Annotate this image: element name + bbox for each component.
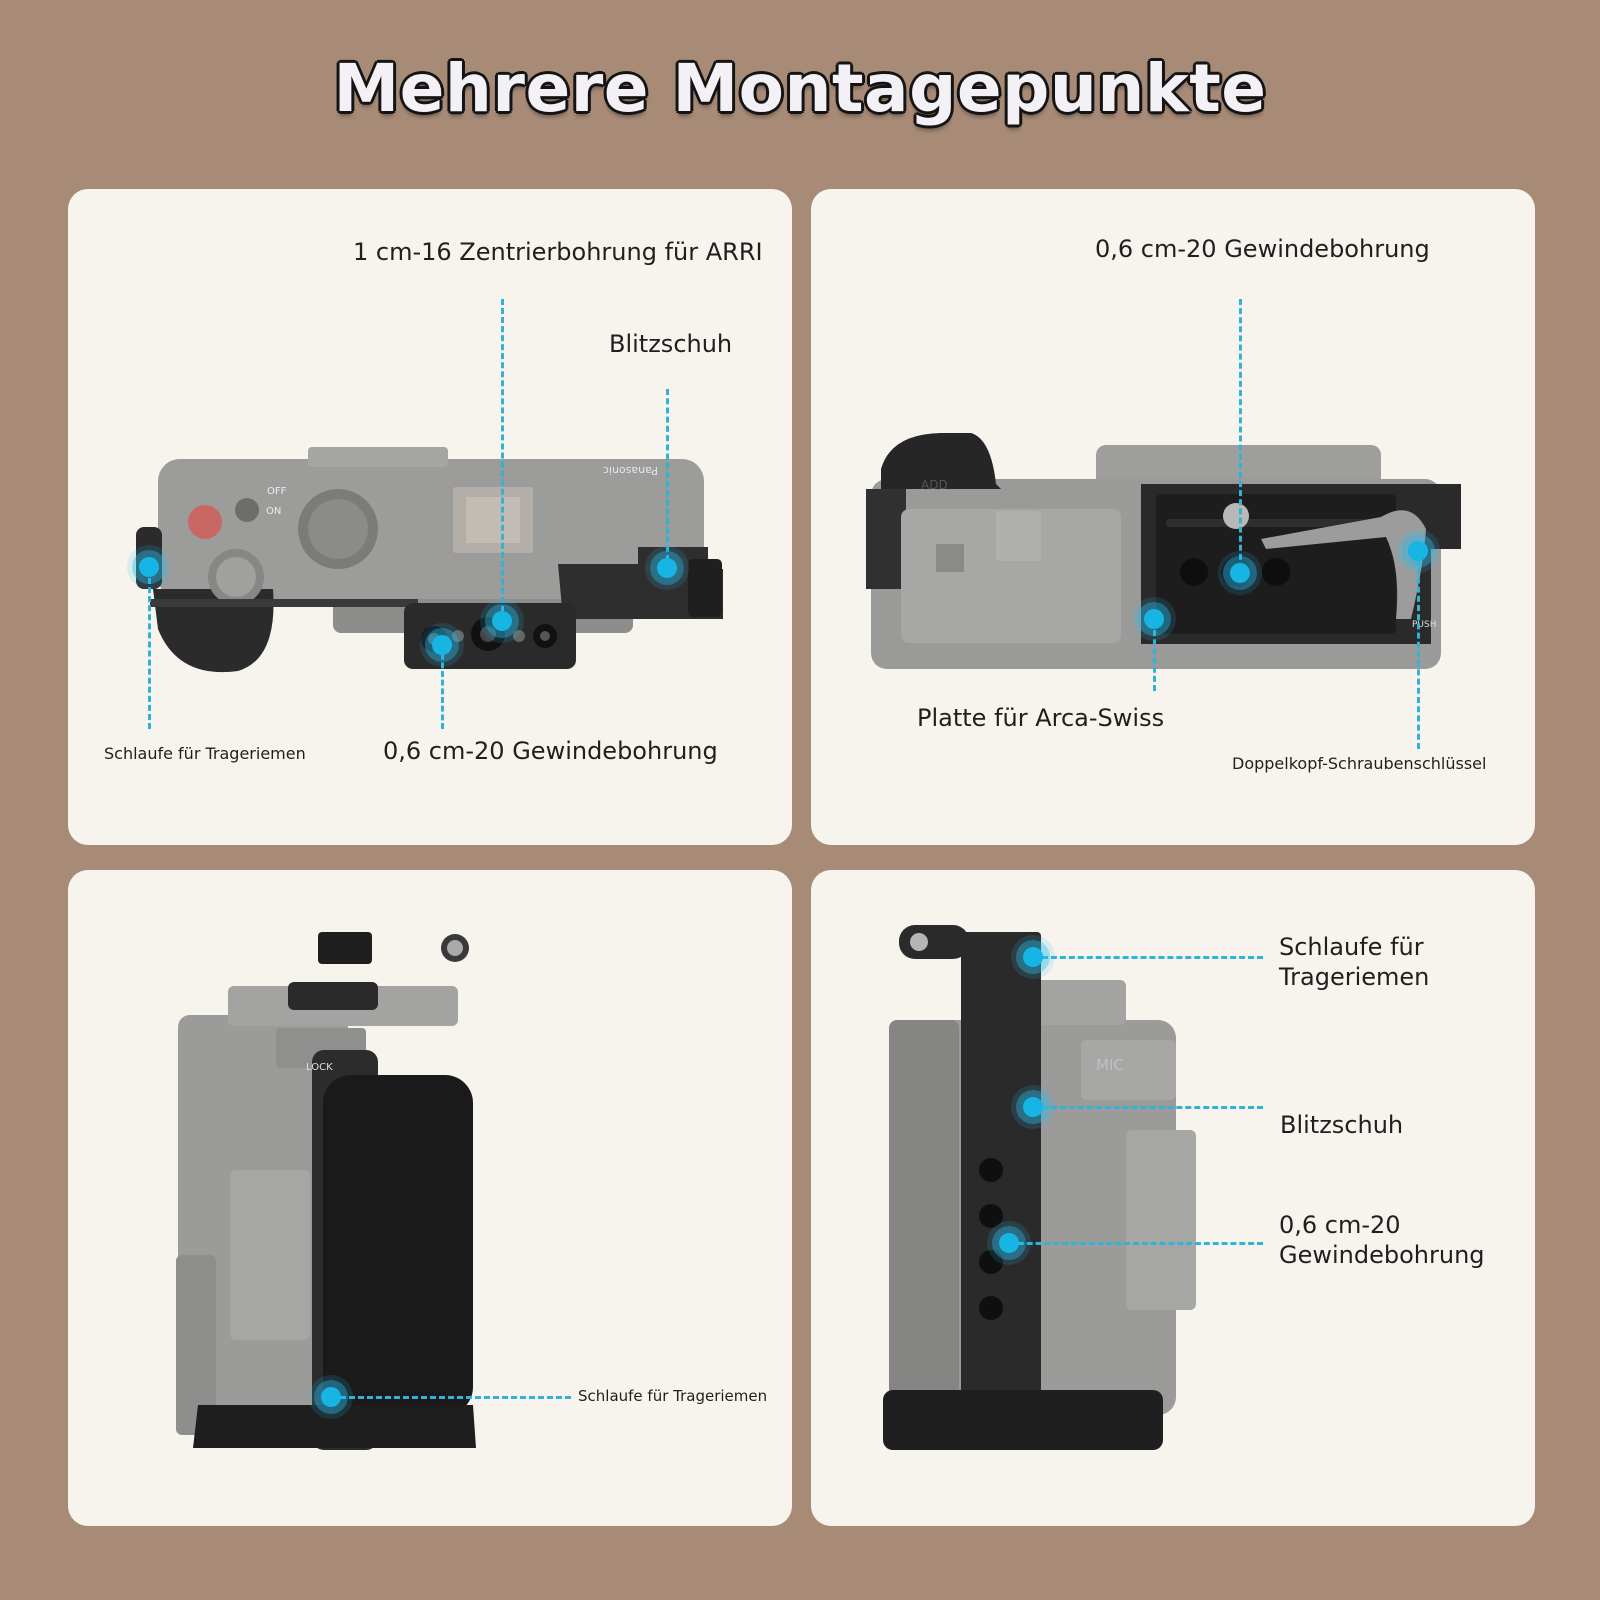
marker-arca-plate <box>1144 609 1164 629</box>
leader-line-thread <box>441 645 444 729</box>
camera-side-illustration: MIC <box>883 925 1196 1450</box>
panel-bottom-view: ADD PUSH 0,6 cm-20 Gewindebohrung Platte… <box>811 189 1535 845</box>
panel-top-view: Panasonic OFF ON 1 cm-16 Zentrierbohrung… <box>68 189 792 845</box>
label-double-wrench: Doppelkopf-Schraubenschlüssel <box>1232 754 1487 773</box>
leader-line-strap <box>1033 956 1263 959</box>
label-arca-plate: Platte für Arca-Swiss <box>917 704 1165 732</box>
marker-strap-loop <box>139 557 159 577</box>
leader-line-wrench <box>1417 559 1420 749</box>
marker-hot-shoe <box>1023 1097 1043 1117</box>
marker-arri-hole <box>492 611 512 631</box>
leader-line-hot-shoe <box>666 389 669 561</box>
leader-line-thread <box>1239 299 1242 569</box>
leader-line-arca <box>1153 621 1156 691</box>
camera-bottom-illustration: ADD PUSH <box>866 433 1461 669</box>
leader-line-arri <box>501 299 504 621</box>
camera-brand-text: Panasonic <box>603 464 658 477</box>
label-arri-hole: 1 cm-16 Zentrierbohrung für ARRI <box>353 238 763 266</box>
camera-mic-text: MIC <box>1096 1056 1124 1074</box>
marker-strap-loop <box>321 1387 341 1407</box>
label-hot-shoe: Blitzschuh <box>609 330 733 358</box>
camera-grip-illustration: LOCK <box>176 932 476 1450</box>
marker-hot-shoe <box>657 558 677 578</box>
label-thread-hole: 0,6 cm-20 Gewindebohrung <box>1279 1211 1485 1269</box>
leader-line-thread <box>1009 1242 1263 1245</box>
label-hot-shoe: Blitzschuh <box>1280 1111 1404 1139</box>
camera-push-text: PUSH <box>1412 620 1437 630</box>
camera-add-text: ADD <box>921 478 948 492</box>
panel-grip-side-view: LOCK Schlaufe für Trageriemen <box>68 870 792 1526</box>
label-strap-loop: Schlaufe für Trageriemen <box>1279 933 1430 991</box>
label-strap-loop: Schlaufe für Trageriemen <box>104 744 306 763</box>
leader-line-strap <box>148 569 151 729</box>
marker-thread-hole <box>432 635 452 655</box>
camera-on-text: ON <box>266 506 281 517</box>
marker-thread-hole <box>999 1233 1019 1253</box>
leader-line-strap <box>331 1396 571 1399</box>
label-thread-hole: 0,6 cm-20 Gewindebohrung <box>1095 235 1430 263</box>
label-strap-loop: Schlaufe für Trageriemen <box>578 1387 768 1405</box>
panel-left-side-view: MIC Schlaufe für Trageriemen Blitzschuh … <box>811 870 1535 1526</box>
leader-line-hot-shoe <box>1033 1106 1263 1109</box>
page-title: Mehrere Montagepunkte <box>333 50 1267 127</box>
marker-strap-loop <box>1023 947 1043 967</box>
camera-top-illustration: Panasonic OFF ON <box>136 447 723 673</box>
label-thread-hole: 0,6 cm-20 Gewindebohrung <box>383 737 718 765</box>
camera-lock-text: LOCK <box>306 1062 333 1073</box>
marker-double-wrench <box>1408 541 1428 561</box>
camera-off-text: OFF <box>267 486 287 497</box>
marker-thread-hole <box>1230 563 1250 583</box>
